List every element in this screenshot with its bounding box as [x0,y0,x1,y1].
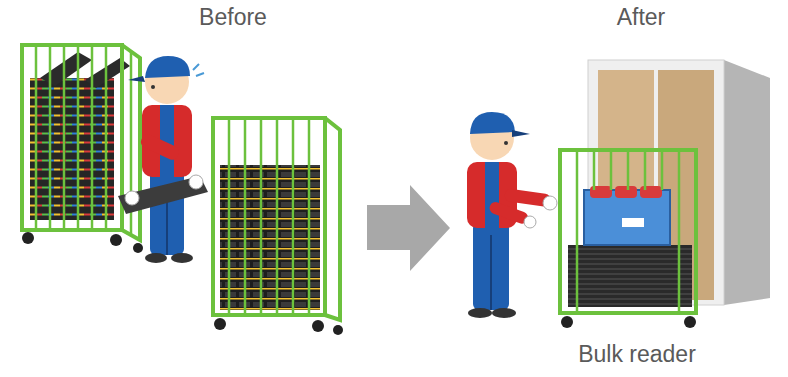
wheel [312,320,324,332]
wheel [561,316,573,328]
sweat-mark [193,64,204,76]
tray [118,176,208,214]
transition-arrow [367,185,450,271]
cart-frame [22,45,122,230]
cart-bar [63,45,66,230]
shoe [468,308,492,318]
cart-bar [644,150,647,190]
glove [524,216,536,228]
arm [488,200,530,225]
wheel [333,325,343,335]
glove [189,175,203,189]
wheel [133,243,143,253]
wheel [684,316,696,328]
tag-item [615,186,637,198]
cart-bar [260,118,263,315]
trouser-seam [490,235,492,310]
tray-stack [30,78,114,220]
cart-bar [292,118,295,315]
arm [139,132,181,162]
cart-bar [661,150,664,190]
panel-label: Bulk reader [527,340,747,368]
cart-bar [244,118,247,315]
cart-bars [36,45,131,236]
tag-item [640,186,662,198]
cart-bar [576,150,579,313]
roll-cart [213,118,343,335]
cap-peak [128,76,145,82]
cap-peak [512,130,530,137]
roll-cart [560,150,696,328]
shoe [145,253,167,263]
overall-bib [485,162,499,228]
worker [118,56,208,263]
roll-cart [22,45,143,253]
glove [543,196,557,210]
tray-stack [220,165,320,310]
shoe [492,308,516,318]
crate-label [622,218,644,227]
worker [467,112,557,318]
wheel [110,234,122,246]
cap [145,56,190,78]
cart-bar [49,45,52,230]
crate [584,190,670,245]
cart-bars [229,118,309,315]
eye [151,85,155,89]
cart-bar [91,45,94,230]
cart-bar [593,150,596,190]
cart-bar [35,45,38,230]
tray [40,52,92,86]
eye [504,141,508,145]
trousers [473,222,509,310]
panel-label: After [531,3,751,31]
cart-bar [228,118,231,315]
wheel [214,318,226,330]
cart-bar [627,150,630,190]
cart-frame [325,118,340,320]
cap [470,112,515,134]
cart-bar [308,118,311,315]
cart-bar [77,45,80,230]
cart-bar [276,118,279,315]
cart-frame [213,118,325,315]
cart-bars [577,150,679,313]
wheel [22,232,34,244]
tray-stack [568,245,692,307]
booth-side [724,60,770,305]
glove [125,191,139,205]
cart-bar [105,45,108,230]
cart-bar [678,150,681,313]
cart-frame [560,150,696,313]
panel-label: Before [123,3,343,31]
cart-bar [610,150,613,190]
shoe [171,253,193,263]
